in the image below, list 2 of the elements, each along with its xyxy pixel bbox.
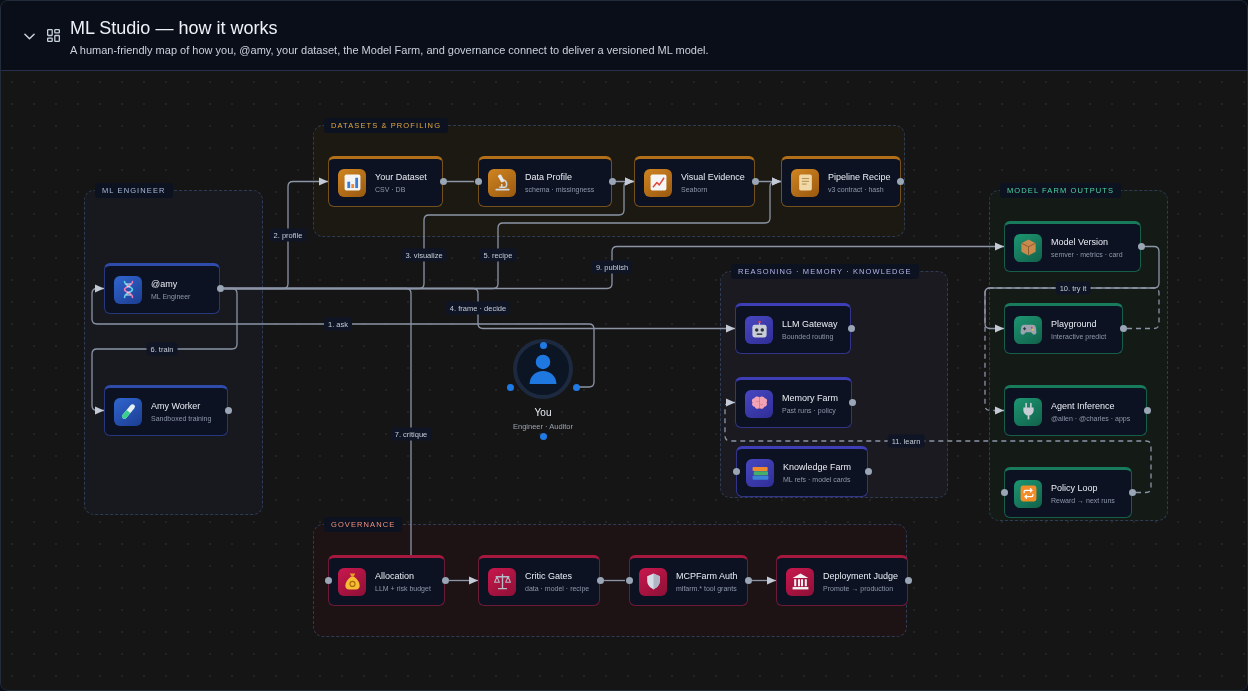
page-title: ML Studio — how it works — [70, 17, 278, 39]
page-subtitle: A human-friendly map of how you, @amy, your dataset, the Model Farm, and governance connect to deliver a versioned ML model. — [70, 43, 709, 57]
